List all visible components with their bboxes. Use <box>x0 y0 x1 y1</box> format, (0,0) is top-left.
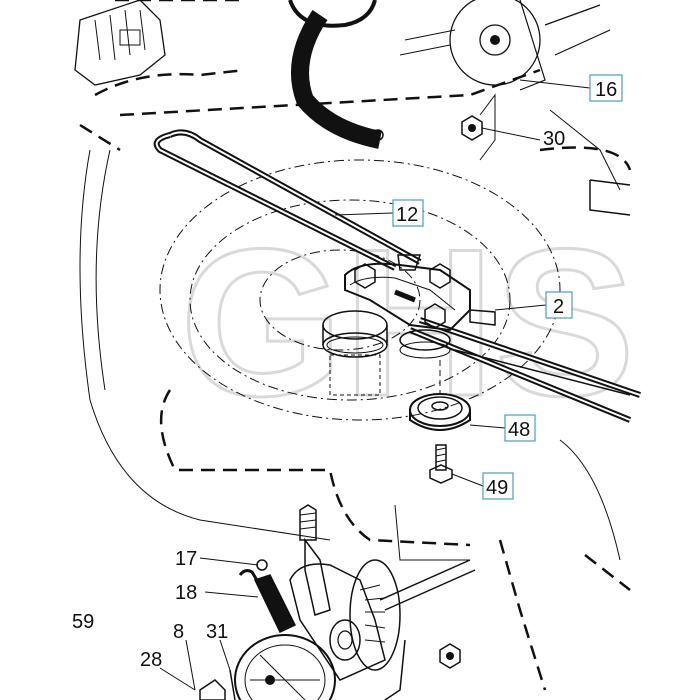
svg-text:12: 12 <box>396 204 418 226</box>
rear-bracket <box>589 179 631 216</box>
svg-text:31: 31 <box>206 621 228 643</box>
callout-59: 59 <box>72 611 94 633</box>
callout-28: 28 <box>140 649 162 671</box>
svg-text:30: 30 <box>543 128 565 150</box>
svg-text:16: 16 <box>595 79 617 101</box>
mower-deck-outline <box>79 0 632 691</box>
knob-17 <box>256 559 268 571</box>
callout-8: 8 <box>173 621 184 643</box>
deck-contours <box>79 93 621 561</box>
callout-12: 12 <box>392 199 424 227</box>
callout-49: 49 <box>482 472 514 500</box>
top-bracket <box>288 0 384 149</box>
spindle-pulleys <box>322 310 451 396</box>
svg-text:28: 28 <box>140 649 162 671</box>
nut-30 <box>461 115 483 141</box>
pulley-48 <box>409 360 471 431</box>
idler-bracket <box>344 254 496 332</box>
callout-48: 48 <box>504 414 536 442</box>
svg-text:48: 48 <box>508 419 530 441</box>
motor-housing <box>74 0 166 86</box>
leader-lines <box>159 79 591 691</box>
wheel-hub-assembly <box>399 0 611 91</box>
callout-30: 30 <box>543 128 565 150</box>
svg-text:8: 8 <box>173 621 184 643</box>
bolt-49 <box>429 444 453 484</box>
lever-grip-18 <box>238 569 297 633</box>
svg-text:59: 59 <box>72 611 94 633</box>
callout-18: 18 <box>175 582 197 604</box>
callout-17: 17 <box>175 548 197 570</box>
nut-bottom <box>439 643 461 669</box>
callout-16: 16 <box>589 74 623 102</box>
callout-2: 2 <box>545 291 573 319</box>
wheel <box>199 634 336 700</box>
callout-31: 31 <box>206 621 228 643</box>
svg-text:17: 17 <box>175 548 197 570</box>
svg-text:2: 2 <box>553 296 564 318</box>
svg-text:18: 18 <box>175 582 197 604</box>
height-adjuster-assembly <box>289 504 476 700</box>
svg-text:49: 49 <box>486 477 508 499</box>
blade-path-circles <box>159 159 561 421</box>
